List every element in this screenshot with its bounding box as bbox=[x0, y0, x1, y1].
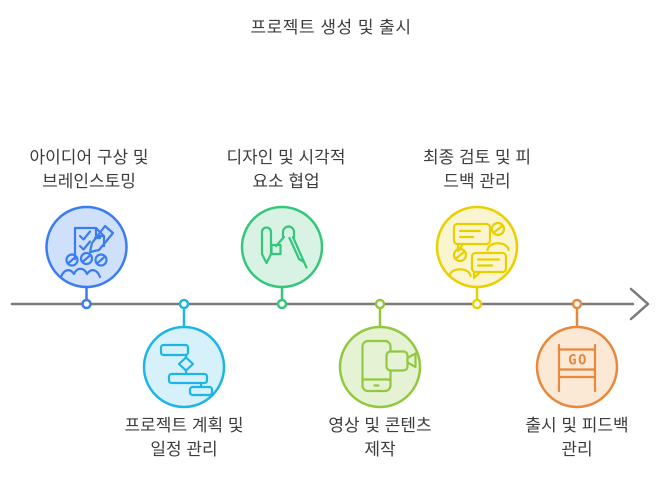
video-camera-icon bbox=[385, 350, 417, 372]
milestone-label-ideation: 아이디어 구상 및 브레인스토밍 bbox=[29, 148, 149, 191]
drafting-compass-icon bbox=[260, 225, 308, 269]
timeline-node bbox=[571, 298, 583, 310]
feedback-chat-icon bbox=[448, 221, 510, 280]
milestone-label-review: 최종 검토 및 피 드백 관리 bbox=[422, 148, 531, 191]
go-sign-icon bbox=[557, 343, 597, 393]
milestone-production bbox=[338, 298, 422, 409]
milestone-label-production: 영상 및 콘텐츠 제작 bbox=[328, 416, 432, 459]
milestone-circle bbox=[535, 325, 619, 409]
timeline-node bbox=[81, 298, 92, 310]
checklist-team-icon bbox=[59, 224, 115, 279]
timeline-arrowhead-icon bbox=[629, 287, 650, 321]
milestone-planning bbox=[142, 298, 226, 409]
milestone-label-launch: 출시 및 피드백 관리 bbox=[525, 416, 629, 459]
timeline-node bbox=[276, 298, 288, 310]
milestone-circle bbox=[435, 205, 519, 289]
milestone-ideation bbox=[45, 205, 128, 310]
milestone-circle bbox=[338, 325, 422, 409]
milestone-label-design: 디자인 및 시각적 요소 협업 bbox=[226, 148, 346, 191]
page-title: 프로젝트 생성 및 출시 bbox=[250, 18, 412, 37]
timeline-node bbox=[178, 298, 190, 310]
timeline-node bbox=[471, 298, 483, 310]
go-sign-label: GO bbox=[568, 353, 588, 369]
timeline-node bbox=[374, 298, 386, 310]
milestone-launch: GO bbox=[535, 298, 619, 409]
gantt-chart-icon bbox=[159, 343, 214, 397]
milestone-label-planning: 프로젝트 계획 및 일정 관리 bbox=[124, 416, 244, 459]
milestone-review bbox=[435, 205, 519, 310]
milestone-circle bbox=[240, 205, 324, 289]
milestone-design bbox=[240, 205, 324, 310]
